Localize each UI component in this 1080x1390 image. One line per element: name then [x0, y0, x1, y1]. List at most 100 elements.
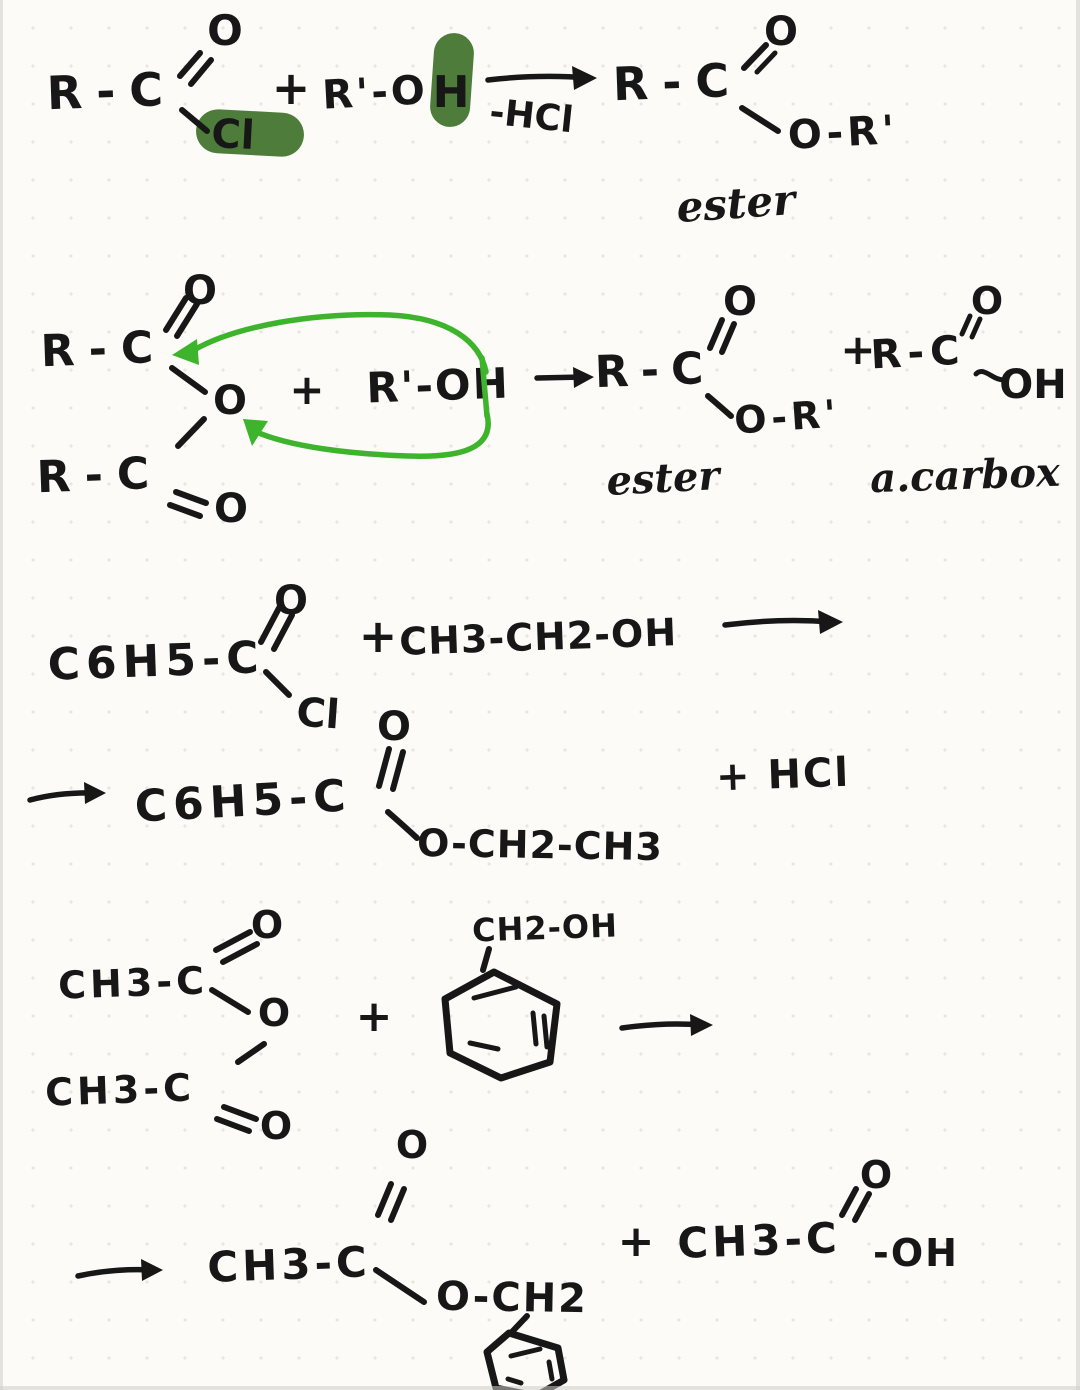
- top-chain-label: R-C: [40, 322, 168, 377]
- reaction-1: R-C O Cl + R'-O H -HCl R-C O O-R' ester: [46, 6, 900, 232]
- ring-inner-dash: [505, 1376, 524, 1386]
- ring-inner-dash: [467, 1040, 501, 1052]
- double-bond-c-o: [839, 1186, 859, 1218]
- ring-inner-dash: [471, 984, 519, 1001]
- alcohol-label: R'-OH: [365, 359, 510, 413]
- carbonyl-o-label: O: [260, 1104, 292, 1148]
- double-bond-c-o: [375, 1181, 394, 1218]
- screen-edge-bottom: [0, 1386, 1080, 1390]
- double-bond-c-o: [271, 612, 295, 652]
- curved-arrow-oh-line: [479, 355, 490, 419]
- bond-o-c: [175, 416, 207, 449]
- curved-arrow-head: [243, 419, 268, 446]
- bond-o-c: [235, 1041, 267, 1065]
- double-bond-c-o: [167, 502, 203, 519]
- product-chain-label: CH3-C: [206, 1237, 371, 1292]
- ester-chain-label: R-C: [594, 343, 716, 398]
- highlight-pill-cl: [196, 109, 304, 157]
- double-bond-c-o: [177, 50, 203, 79]
- bond-c-cl: [263, 669, 292, 698]
- double-bond-c-o: [174, 301, 200, 339]
- double-bond-c-o: [258, 605, 282, 645]
- reaction-4: CH3-C O O CH3-C O + CH2-OH CH3-C O O-CH2: [44, 903, 957, 1390]
- bond-c-cl: [179, 107, 210, 134]
- curved-arrow-head: [172, 339, 199, 365]
- carbonyl-o-label: O: [207, 6, 243, 55]
- screen-edge-right: [1076, 0, 1080, 1390]
- double-bond-c-o: [163, 295, 189, 333]
- product-acyl-label: C6H5-C: [134, 770, 353, 832]
- double-bond-c-o: [388, 1186, 407, 1223]
- double-bond-c-o: [754, 50, 778, 75]
- reaction-2: R-C O O R-C O + R'-OH R-C O O-R' ester +…: [36, 268, 1067, 532]
- bottom-chain-label: CH3-C: [44, 1065, 195, 1114]
- reaction-3: C6H5-C O Cl + CH3-CH2-OH C6H5-C O O-CH2-…: [27, 578, 851, 869]
- bond-c-o: [373, 1267, 427, 1305]
- ring-inner-dash: [541, 1013, 550, 1050]
- plus-sign: +: [359, 609, 398, 663]
- plus-sign: +: [618, 1216, 655, 1267]
- double-bond-c-o: [959, 313, 973, 337]
- double-bond-c-o: [390, 749, 406, 792]
- benzyl-group-label: CH2-OH: [471, 906, 618, 949]
- product-chain-label: R-C: [612, 53, 744, 112]
- acyl-chain-label: R-C: [46, 62, 178, 121]
- ring-inner-dash: [530, 1010, 539, 1047]
- benzene-ring: [483, 1329, 568, 1390]
- bond-c-o: [705, 393, 734, 419]
- double-bond-c-o: [214, 1116, 252, 1134]
- bridge-o-label: O: [213, 378, 247, 424]
- carbonyl-o-label: O: [251, 903, 283, 947]
- reaction-arrow-head: [573, 367, 594, 388]
- bond-c-oh: [973, 369, 1007, 383]
- carbonyl-o-label: O: [860, 1153, 892, 1197]
- acid-oh-label: OH: [999, 362, 1066, 408]
- double-bond-c-o: [969, 316, 983, 340]
- carboxylic-acid-label: a.carbox: [869, 449, 1061, 503]
- plus-sign: +: [840, 325, 875, 374]
- top-chain-label: CH3-C: [57, 958, 208, 1007]
- double-bond-c-o: [719, 321, 737, 355]
- carbonyl-o-label: O: [274, 578, 308, 624]
- bottom-chain-label: R-C: [36, 448, 164, 503]
- double-bond-c-o: [188, 57, 214, 87]
- carbonyl-o-label: O: [214, 486, 248, 532]
- chloride-label: Cl: [210, 111, 255, 159]
- double-bond-c-o: [376, 746, 392, 789]
- acyl-label: C6H5-C: [47, 632, 266, 691]
- ring-inner-dash: [546, 1359, 555, 1382]
- reaction-arrow: [619, 1021, 705, 1031]
- highlight-pill-h: [430, 33, 474, 127]
- carbonyl-o-label: O: [396, 1123, 428, 1167]
- ester-group-label: O-R': [733, 391, 841, 442]
- acid-chain-label: CH3-C: [676, 1213, 841, 1268]
- curved-arrow-to-carbonyl: [191, 311, 489, 375]
- carbonyl-o-label: O: [764, 9, 798, 55]
- ester-group-label: O-CH2-CH3: [417, 821, 664, 869]
- bond-c-o: [385, 809, 420, 841]
- reaction-arrow-head: [690, 1014, 713, 1036]
- byproduct-label: + HCl: [715, 750, 851, 801]
- leading-arrow-head: [84, 782, 106, 804]
- bond-c-o: [169, 365, 208, 395]
- plus-sign: +: [356, 991, 393, 1042]
- alcohol-h-label: H: [433, 67, 470, 118]
- reaction-arrow-head: [818, 610, 843, 634]
- carbonyl-o-label: O: [183, 268, 217, 314]
- double-bond-c-o: [707, 317, 725, 351]
- double-bond-c-o: [741, 42, 769, 71]
- ester-group-label: O-CH2: [436, 1274, 589, 1323]
- bridge-o-label: O: [258, 991, 290, 1035]
- carbonyl-o-label: O: [723, 279, 757, 325]
- condition-label: -HCl: [488, 92, 576, 142]
- chloride-label: Cl: [295, 690, 341, 739]
- double-bond-c-o: [220, 941, 260, 965]
- leading-arrow: [75, 1266, 155, 1279]
- benzene-ring: [441, 968, 561, 1082]
- plus-sign: +: [289, 365, 324, 414]
- ester-label: ester: [675, 175, 800, 232]
- ester-group-label: O-R': [787, 107, 900, 159]
- alcohol-prefix-label: R'-O: [321, 67, 429, 118]
